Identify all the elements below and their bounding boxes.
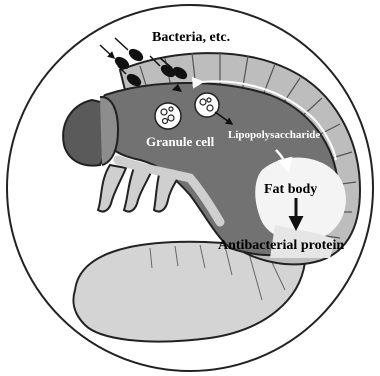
granule-cell-icon	[195, 93, 219, 117]
fat-body	[255, 158, 346, 242]
label-fat-body: Fat body	[264, 182, 317, 197]
label-bacteria: Bacteria, etc.	[152, 30, 230, 45]
label-granule-cell: Granule cell	[146, 134, 215, 149]
granule-cell-icon	[155, 103, 181, 129]
label-lipopolysaccharide: Lipopolysaccharide	[228, 129, 320, 141]
label-antibacterial-protein: Antibacterial protein	[218, 238, 344, 253]
